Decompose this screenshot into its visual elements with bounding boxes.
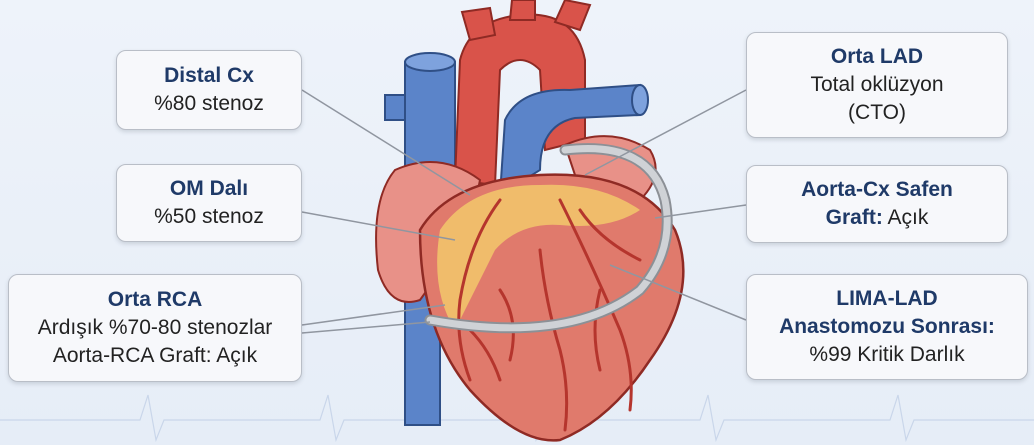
carotid-artery [510, 0, 535, 20]
label-aorta-cx-title: Aorta-Cx Safen [747, 176, 1007, 204]
label-lima-lad: LIMA-LAD Anastomozu Sonrası: %99 Kritik … [746, 274, 1028, 380]
label-aorta-cx-graft: Aorta-Cx Safen Graft: Açık [746, 165, 1008, 243]
label-orta-lad-cto: (CTO) [747, 99, 1007, 127]
label-aorta-cx-status: Graft: Açık [747, 204, 1007, 232]
label-orta-rca-graft: Aorta-RCA Graft: Açık [9, 342, 301, 370]
label-distal-cx-title: Distal Cx [117, 62, 301, 90]
label-orta-lad: Orta LAD Total oklüzyon (CTO) [746, 32, 1008, 138]
label-om-dali-detail: %50 stenoz [117, 203, 301, 231]
label-aorta-cx-status-value: Açık [883, 206, 929, 229]
label-orta-rca-detail: Ardışık %70-80 stenozlar [9, 314, 301, 342]
label-distal-cx: Distal Cx %80 stenoz [116, 50, 302, 130]
pulmonary-artery-opening [632, 85, 648, 115]
label-om-dali-title: OM Dalı [117, 175, 301, 203]
label-distal-cx-detail: %80 stenoz [117, 90, 301, 118]
vena-cava-opening [405, 53, 455, 71]
label-orta-lad-detail: Total oklüzyon [747, 71, 1007, 99]
label-om-dali: OM Dalı %50 stenoz [116, 164, 302, 242]
brachiocephalic-artery [462, 8, 495, 40]
label-orta-rca-title: Orta RCA [9, 286, 301, 314]
label-aorta-cx-graft-word: Graft: [826, 206, 883, 229]
label-lima-lad-detail: %99 Kritik Darlık [747, 341, 1027, 369]
label-orta-lad-title: Orta LAD [747, 43, 1007, 71]
label-orta-rca: Orta RCA Ardışık %70-80 stenozlar Aorta-… [8, 274, 302, 382]
right-pulmonary-vein [385, 95, 405, 120]
label-lima-lad-subtitle: Anastomozu Sonrası: [747, 313, 1027, 341]
label-lima-lad-title: LIMA-LAD [747, 285, 1027, 313]
